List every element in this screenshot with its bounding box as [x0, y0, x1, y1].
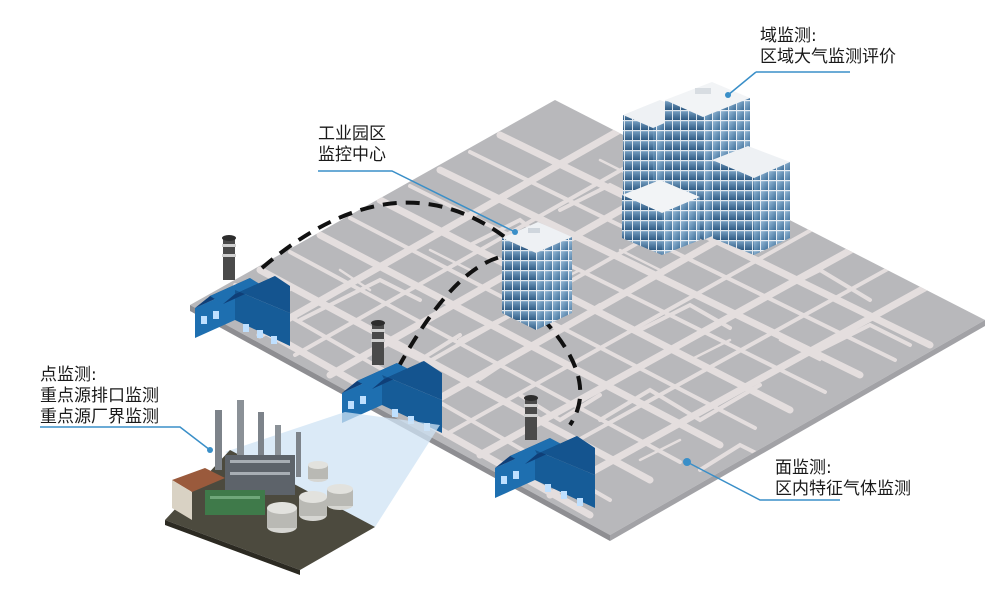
industrial-plant-detail: [165, 400, 375, 575]
domain-desc: 区域大气监测评价: [760, 47, 896, 67]
point-title: 点监测:: [40, 365, 97, 385]
park-center-line1: 工业园区: [318, 124, 386, 144]
link-factory1-center: [260, 200, 517, 270]
point-desc2: 重点源厂界监测: [40, 407, 159, 427]
domain-title: 域监测:: [760, 26, 817, 46]
factory-icon-1: [195, 235, 290, 346]
office-cluster-icon: [622, 82, 790, 255]
leader-park-center: [318, 170, 516, 233]
area-desc: 区内特征气体监测: [775, 479, 911, 499]
link-factory2-center: [396, 253, 516, 369]
park-center-line2: 监控中心: [318, 145, 386, 165]
leader-point: [40, 426, 211, 451]
leader-domain: [727, 71, 850, 96]
monitoring-center-building-icon: [502, 222, 572, 330]
label-area-monitoring: 面监测: 区内特征气体监测: [775, 458, 911, 500]
area-title: 面监测:: [775, 458, 832, 478]
factory-icon-3: [495, 395, 595, 508]
leader-area: [686, 461, 840, 501]
monitoring-links: [260, 200, 583, 427]
label-domain-monitoring: 域监测: 区域大气监测评价: [760, 26, 896, 68]
label-point-monitoring: 点监测: 重点源排口监测 重点源厂界监测: [40, 365, 159, 428]
label-park-center: 工业园区 监控中心: [318, 124, 386, 166]
leader-lines: [40, 71, 850, 501]
point-desc1: 重点源排口监测: [40, 386, 159, 406]
factory-icon-2: [342, 320, 442, 433]
